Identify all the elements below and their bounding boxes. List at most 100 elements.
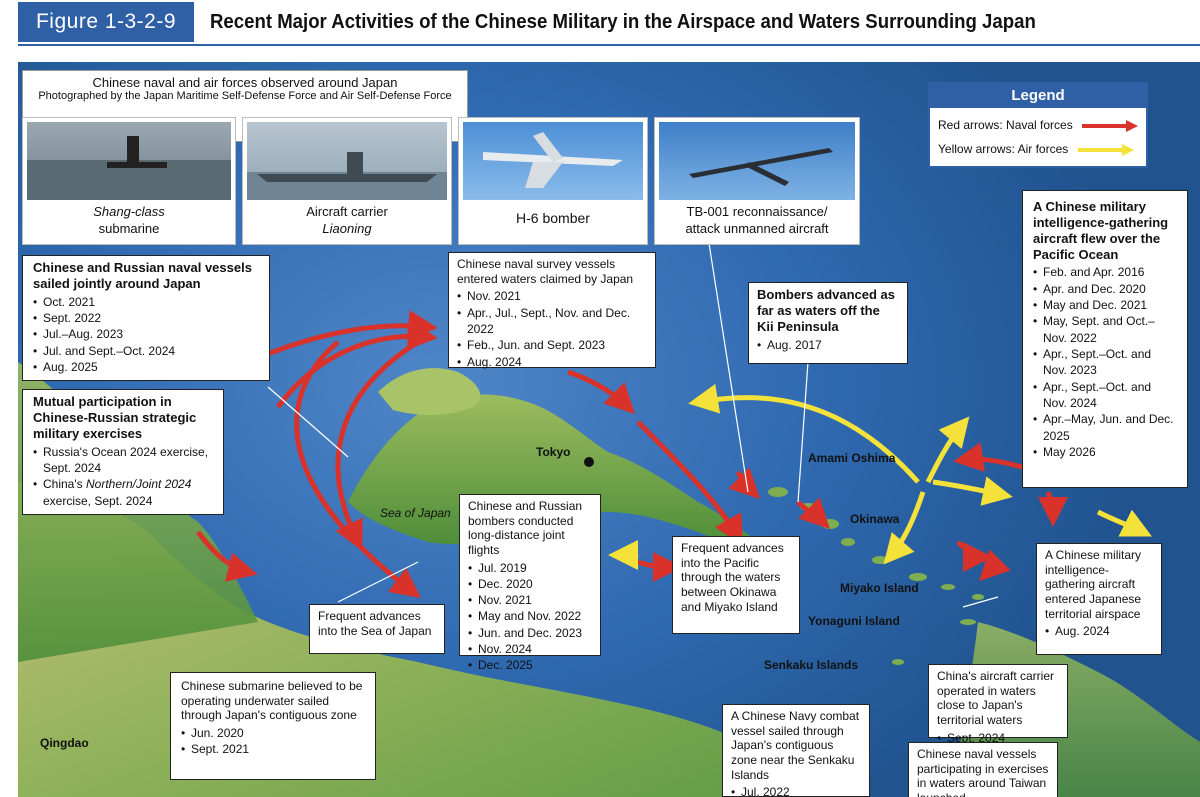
list-item: Apr., Sept.–Oct. and Nov. 2024 (1033, 379, 1177, 412)
box-carrier: China's aircraft carrier operated in wat… (928, 664, 1068, 746)
label-okinawa: Okinawa (850, 512, 900, 526)
list-item: Oct. 2021 (33, 294, 259, 311)
box-taiwan-title: Chinese naval vessels participating in e… (917, 747, 1049, 797)
photo-uav: TB-001 reconnaissance/attack unmanned ai… (654, 117, 860, 245)
box-combat-vessel: A Chinese Navy combat vessel sailed thro… (722, 704, 870, 797)
legend-red: Red arrows: Naval forces (938, 118, 1139, 132)
list-item: Jun. and Dec. 2023 (468, 625, 592, 642)
box-intel-flight: A Chinese military intelligence-gatherin… (1022, 190, 1188, 488)
carrier-image (247, 122, 447, 200)
box-sea-japan-advances: Frequent advances into the Sea of Japan (309, 604, 445, 654)
list-item: Sept. 2024 (937, 730, 1059, 747)
box-joint-sail-list: Oct. 2021 Sept. 2022 Jul.–Aug. 2023 Jul.… (33, 294, 259, 376)
photo-caption-bomber: H-6 bomber (516, 210, 590, 226)
list-item: Jul.–Aug. 2023 (33, 326, 259, 343)
label-sea-of-japan: Sea of Japan (380, 506, 451, 520)
japan-islands (348, 394, 758, 544)
red-arrow-icon (1082, 119, 1139, 132)
box-bombers-kii-title: Bombers advanced as far as waters off th… (757, 287, 896, 334)
box-carrier-list: Sept. 2024 (937, 730, 1059, 747)
uav-drawing (689, 148, 833, 186)
box-mutual-title: Mutual participation in Chinese-Russian … (33, 394, 197, 441)
box-pacific-advances: Frequent advances into the Pacific throu… (672, 536, 800, 634)
box-taiwan: Chinese naval vessels participating in e… (908, 742, 1058, 797)
list-item: Aug. 2025 (33, 359, 259, 376)
naval-arrows (196, 310, 1068, 599)
list-item: Dec. 2020 (468, 576, 592, 593)
list-item: May and Dec. 2021 (1033, 297, 1177, 314)
list-item: Russia's Ocean 2024 exercise, Sept. 2024 (33, 444, 213, 477)
box-mutual-list: Russia's Ocean 2024 exercise, Sept. 2024… (33, 444, 213, 509)
submarine-image (27, 122, 231, 200)
list-item: Dec. 2025 (468, 657, 592, 674)
photo-caption-uav: TB-001 reconnaissance/attack unmanned ai… (685, 204, 829, 236)
map: Chinese naval and air forces observed ar… (18, 62, 1200, 797)
box-submarine-title: Chinese submarine believed to be operati… (181, 679, 363, 723)
box-combat-vessel-title: A Chinese Navy combat vessel sailed thro… (731, 709, 860, 782)
list-item: May, Sept. and Oct.–Nov. 2022 (1033, 313, 1177, 346)
list-item: Feb., Jun. and Sept. 2023 (457, 337, 647, 354)
box-bombers-kii-list: Aug. 2017 (757, 337, 899, 354)
box-pacific-advances-title: Frequent advances into the Pacific throu… (681, 541, 784, 614)
label-qingdao: Qingdao (40, 736, 89, 750)
box-joint-flights-title: Chinese and Russian bombers conducted lo… (468, 499, 583, 557)
list-item: Apr. and Dec. 2020 (1033, 281, 1177, 298)
box-sea-japan-advances-title: Frequent advances into the Sea of Japan (318, 609, 432, 638)
box-submarine-list: Jun. 2020 Sept. 2021 (181, 725, 365, 758)
list-item: Apr., Jul., Sept., Nov. and Dec. 2022 (457, 305, 647, 338)
box-joint-flights-list: Jul. 2019 Dec. 2020 Nov. 2021 May and No… (468, 560, 592, 675)
box-survey-title: Chinese naval survey vessels entered wat… (457, 257, 634, 286)
list-item: May 2026 (1033, 444, 1177, 461)
legend-title: Legend (930, 84, 1146, 108)
list-item: China's Northern/Joint 2024 exercise, Se… (33, 476, 213, 509)
box-joint-sail-title: Chinese and Russian naval vessels sailed… (33, 260, 252, 291)
list-item: Jul. and Sept.–Oct. 2024 (33, 343, 259, 360)
list-item: Apr., Sept.–Oct. and Nov. 2023 (1033, 346, 1177, 379)
figure-title: Recent Major Activities of the Chinese M… (210, 11, 1036, 33)
box-intel-airspace: A Chinese military intelligence-gatherin… (1036, 543, 1162, 655)
bomber-image (463, 122, 643, 200)
photo-panel-title: Chinese naval and air forces observed ar… (92, 75, 398, 90)
list-item: Nov. 2024 (468, 641, 592, 658)
label-senkaku: Senkaku Islands (764, 658, 859, 672)
list-item: Nov. 2021 (468, 592, 592, 609)
box-carrier-title: China's aircraft carrier operated in wat… (937, 669, 1054, 727)
tokyo-marker (584, 457, 594, 467)
box-survey-list: Nov. 2021 Apr., Jul., Sept., Nov. and De… (457, 288, 647, 370)
list-item: Sept. 2021 (181, 741, 365, 758)
yellow-arrow-icon (1077, 143, 1134, 156)
list-item: Feb. and Apr. 2016 (1033, 264, 1177, 281)
label-amami: Amami Oshima (808, 451, 896, 465)
legend: Legend Red arrows: Naval forces Yellow a… (928, 82, 1148, 168)
box-intel-flight-list: Feb. and Apr. 2016 Apr. and Dec. 2020 Ma… (1033, 264, 1177, 460)
list-item: Aug. 2024 (457, 354, 647, 371)
box-combat-vessel-list: Jul. 2022 (731, 784, 861, 797)
photo-bomber: H-6 bomber (458, 117, 648, 245)
list-item: Jun. 2020 (181, 725, 365, 742)
label-miyako: Miyako Island (840, 581, 919, 595)
box-submarine: Chinese submarine believed to be operati… (170, 672, 376, 780)
list-item: Sept. 2022 (33, 310, 259, 327)
list-item: Jul. 2019 (468, 560, 592, 577)
list-item: Aug. 2017 (757, 337, 899, 354)
title-rule (18, 44, 1200, 46)
box-joint-sail: Chinese and Russian naval vessels sailed… (22, 255, 270, 381)
carrier-drawing (247, 152, 447, 200)
list-item: Aug. 2024 (1045, 623, 1153, 640)
photo-panel-subtitle: Photographed by the Japan Maritime Self-… (38, 90, 452, 102)
box-joint-flights: Chinese and Russian bombers conducted lo… (459, 494, 601, 674)
box-intel-airspace-title: A Chinese military intelligence-gatherin… (1045, 548, 1142, 621)
box-survey: Chinese naval survey vessels entered wat… (448, 252, 656, 370)
uav-image (659, 122, 855, 200)
box-bombers-kii: Bombers advanced as far as waters off th… (748, 282, 908, 364)
air-arrows (608, 383, 1152, 571)
box-intel-flight-title: A Chinese military intelligence-gatherin… (1033, 199, 1169, 262)
box-mutual: Mutual participation in Chinese-Russian … (22, 389, 224, 515)
leader-lines (267, 236, 999, 608)
figure-tag: Figure 1-3-2-9 (18, 2, 194, 42)
list-item: Apr.–May, Jun. and Dec. 2025 (1033, 411, 1177, 444)
